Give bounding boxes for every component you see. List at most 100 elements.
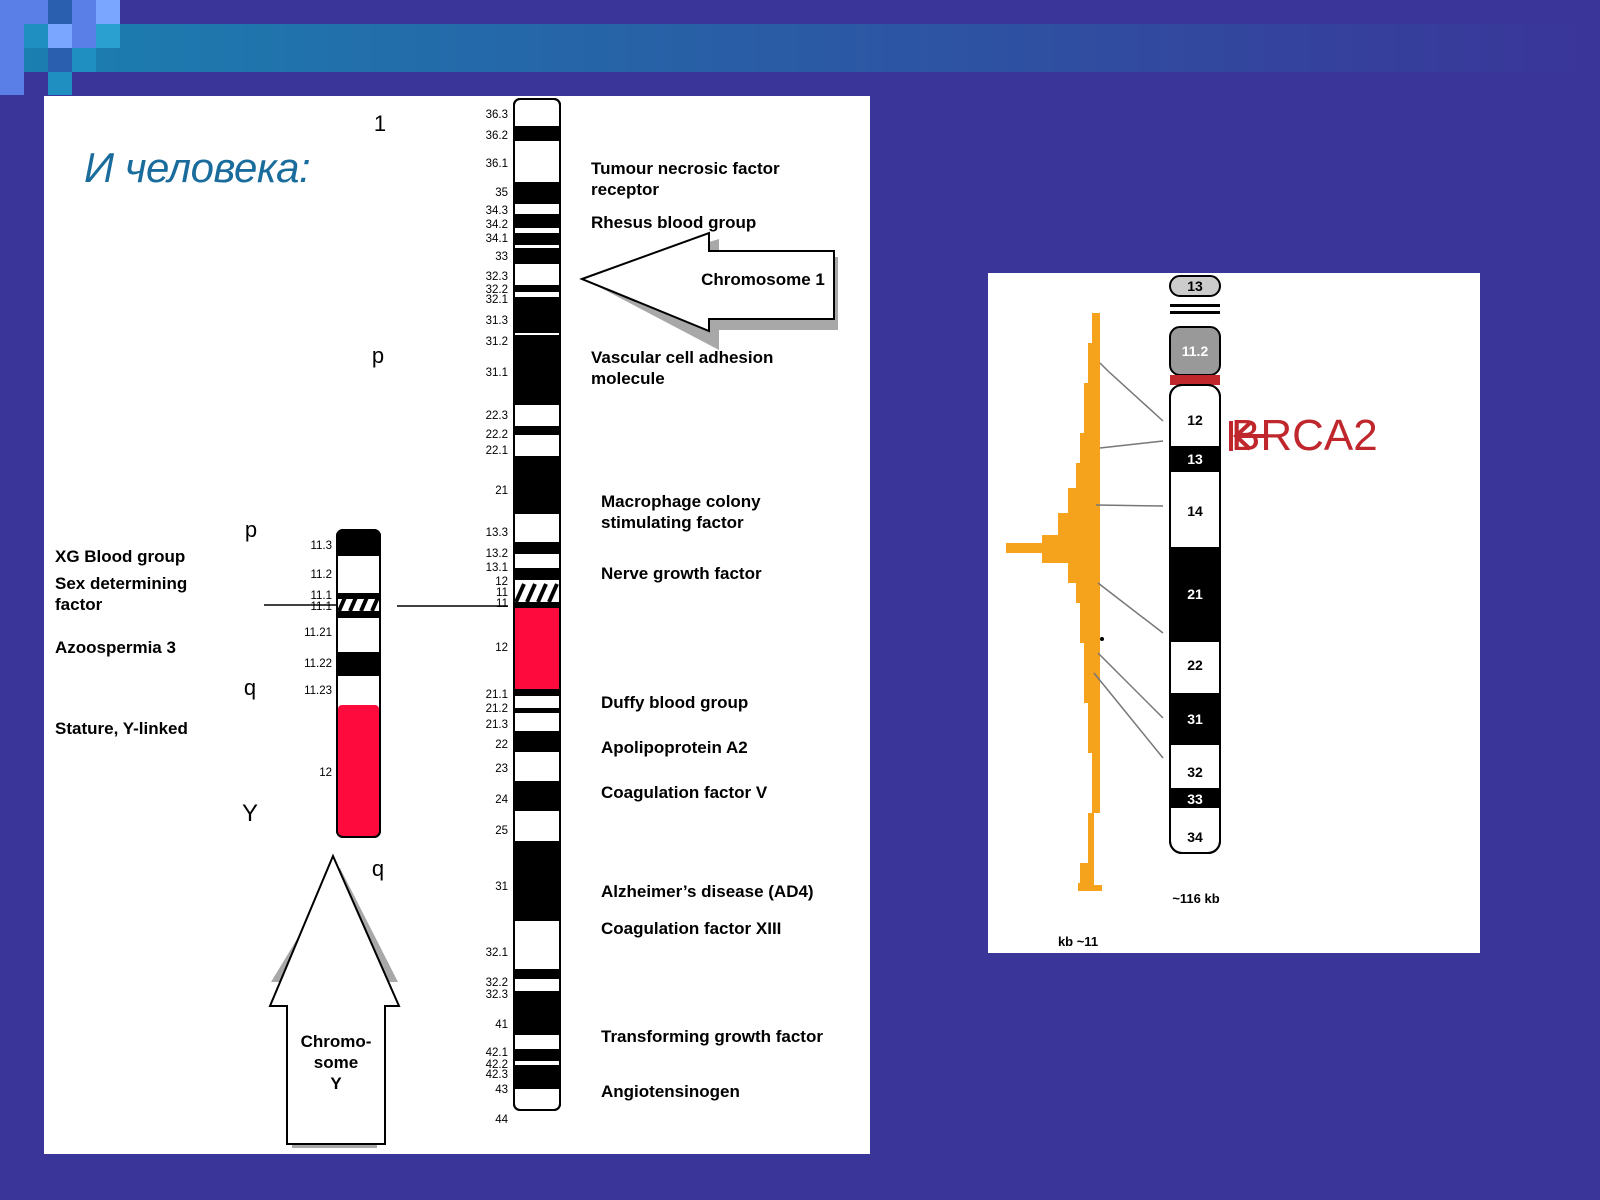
brca2-band-label: 33 (1187, 791, 1203, 807)
chromosome-map-panel: И человека: Chromosome 1 Chromo- some Y (44, 96, 870, 1154)
scale-label-upper: ~116 kb (1172, 891, 1219, 906)
chromosomeY-arrow (268, 853, 401, 1145)
chromosome1-label: 1 (374, 111, 386, 136)
chr1-band-label: 31.2 (486, 336, 508, 348)
chrY-band-label: 11.22 (304, 658, 332, 670)
gene-label: molecule (591, 369, 665, 388)
chrY-band-label: 11.2 (310, 569, 332, 581)
chr1-band-label: 34.1 (486, 233, 508, 245)
brca2-pointer-arrow-icon (1229, 421, 1268, 451)
chr1-band-label: 21.1 (486, 689, 508, 701)
chr1-band-label: 36.1 (486, 158, 508, 170)
gene-label: Nerve growth factor (601, 564, 762, 583)
chromosomeY-gene-labels: XG Blood group Sex determining factor Az… (55, 547, 188, 738)
chromosomeY-arrow-label-1: Chromo- (301, 1032, 372, 1051)
chr1-band-label: 22.3 (486, 410, 508, 422)
brca2-band-label: 34 (1187, 829, 1203, 845)
chr1-band-label: 21.3 (486, 719, 508, 731)
chr1-band-label: 22.1 (486, 445, 508, 457)
chr1-band-label: 42.3 (486, 1069, 508, 1081)
chr1-band-label: 12 (495, 576, 508, 588)
profile-marker (1100, 637, 1104, 641)
chromosomeY-arrow-label-3: Y (330, 1074, 342, 1093)
scale-label-lower: kb ~11 (1058, 934, 1098, 949)
brca2-diagram: 13 11.2 12 13 14 21 22 31 32 33 34 ~116 … (1006, 275, 1268, 949)
chromosome1-band-labels: 36.3 36.2 36.1 35 34.3 34.2 34.1 33 32.3… (486, 109, 509, 1126)
chrY-band-label: 12 (319, 767, 332, 779)
brca2-band-label: 14 (1187, 503, 1203, 519)
brca2-band-labels: 13 11.2 12 13 14 21 22 31 32 33 34 (1182, 278, 1209, 845)
chr1-band-label: 25 (495, 825, 508, 837)
gene-label: XG Blood group (55, 547, 185, 566)
chr1-band-label: 41 (495, 1019, 508, 1031)
chr1-band-label: 42.2 (486, 1059, 508, 1071)
chr1-band-label: 22 (495, 739, 508, 751)
brca2-band-label: 22 (1187, 657, 1203, 673)
expression-profile (1006, 313, 1102, 891)
chromosomeY-bands (336, 529, 381, 838)
brca2-band-label: 11.2 (1182, 343, 1209, 359)
gene-label: Transforming growth factor (601, 1027, 823, 1046)
chromosome1-q-arm-label: q (372, 856, 384, 881)
gene-label: stimulating factor (601, 513, 744, 532)
chr1-band-label: 31.1 (486, 367, 508, 379)
chr1-band-label: 33 (495, 251, 508, 263)
chr1-band-label: 31.3 (486, 315, 508, 327)
chrY-band-label: 11.21 (304, 627, 332, 639)
brca2-band-label: 13 (1187, 278, 1203, 294)
chr1-band-label: 13.2 (486, 548, 508, 560)
chr1-band-label: 32.1 (486, 294, 508, 306)
gene-label: Duffy blood group (601, 693, 748, 712)
chromosome-diagram: Chromosome 1 Chromo- some Y (55, 98, 838, 1148)
gene-label: Tumour necrosic factor (591, 159, 780, 178)
chr1-band-label: 32.2 (486, 284, 508, 296)
brca2-map-panel: 13 11.2 12 13 14 21 22 31 32 33 34 ~116 … (988, 273, 1480, 953)
chr1-band-label: 32.3 (486, 271, 508, 283)
chrY-band-label: 11.23 (304, 685, 332, 697)
gene-label: Coagulation factor XIII (601, 919, 781, 938)
brca2-band-label: 32 (1187, 764, 1203, 780)
gene-label: factor (55, 595, 103, 614)
chr1-band-label: 42.1 (486, 1047, 508, 1059)
chromosomeY-arrow-label-2: some (314, 1053, 358, 1072)
chromosomeY-q-arm-label: q (244, 675, 256, 700)
band-connectors (1093, 362, 1164, 759)
chrY-band-label: 11.1 (310, 601, 332, 613)
chr1-band-label: 12 (495, 642, 508, 654)
chromosomeY-label: Y (242, 800, 258, 827)
chr1-band-label: 35 (495, 187, 508, 199)
chr1-band-label: 31 (495, 881, 508, 893)
brca2-band-label: 31 (1187, 711, 1203, 727)
chromosome1-gene-labels: Tumour necrosic factor receptor Rhesus b… (591, 159, 823, 1101)
brca2-band-label: 13 (1187, 451, 1203, 467)
chr1-band-label: 34.2 (486, 219, 508, 231)
gene-label: Angiotensinogen (601, 1082, 740, 1101)
slide-title: И человека: (84, 144, 311, 191)
gene-label: Coagulation factor V (601, 783, 768, 802)
chr1-band-label: 21.2 (486, 703, 508, 715)
chr1-band-label: 13.3 (486, 527, 508, 539)
brca2-band-label: 21 (1187, 586, 1203, 602)
chr1-band-label: 32.3 (486, 989, 508, 1001)
chromosomeY-band-labels: 11.3 11.2 11.1 11.1 11.21 11.22 11.23 12 (304, 540, 332, 779)
gene-label: Vascular cell adhesion (591, 348, 773, 367)
chr1-band-label: 11 (496, 587, 508, 599)
chr1-band-label: 34.3 (486, 205, 508, 217)
chr1-band-label: 23 (495, 763, 508, 775)
chrY-band-label: 11.3 (310, 540, 332, 552)
chromosome1-bands (513, 98, 561, 1111)
chr1-band-label: 22.2 (486, 429, 508, 441)
chromosome1-p-arm-label: p (372, 343, 384, 368)
decorative-header-bar (0, 0, 1600, 95)
gene-label: Apolipoprotein A2 (601, 738, 748, 757)
chromosome1-arrow (579, 231, 835, 333)
gene-label: Sex determining (55, 574, 187, 593)
chr1-band-label: 13.1 (486, 562, 508, 574)
gene-label: Azoospermia 3 (55, 638, 176, 657)
gene-label: Rhesus blood group (591, 213, 756, 232)
gene-label: receptor (591, 180, 659, 199)
chr1-band-label: 11 (496, 598, 508, 610)
brca2-ideogram (1169, 275, 1221, 854)
chr1-band-label: 44 (495, 1114, 508, 1126)
chr1-band-label: 21 (495, 485, 508, 497)
